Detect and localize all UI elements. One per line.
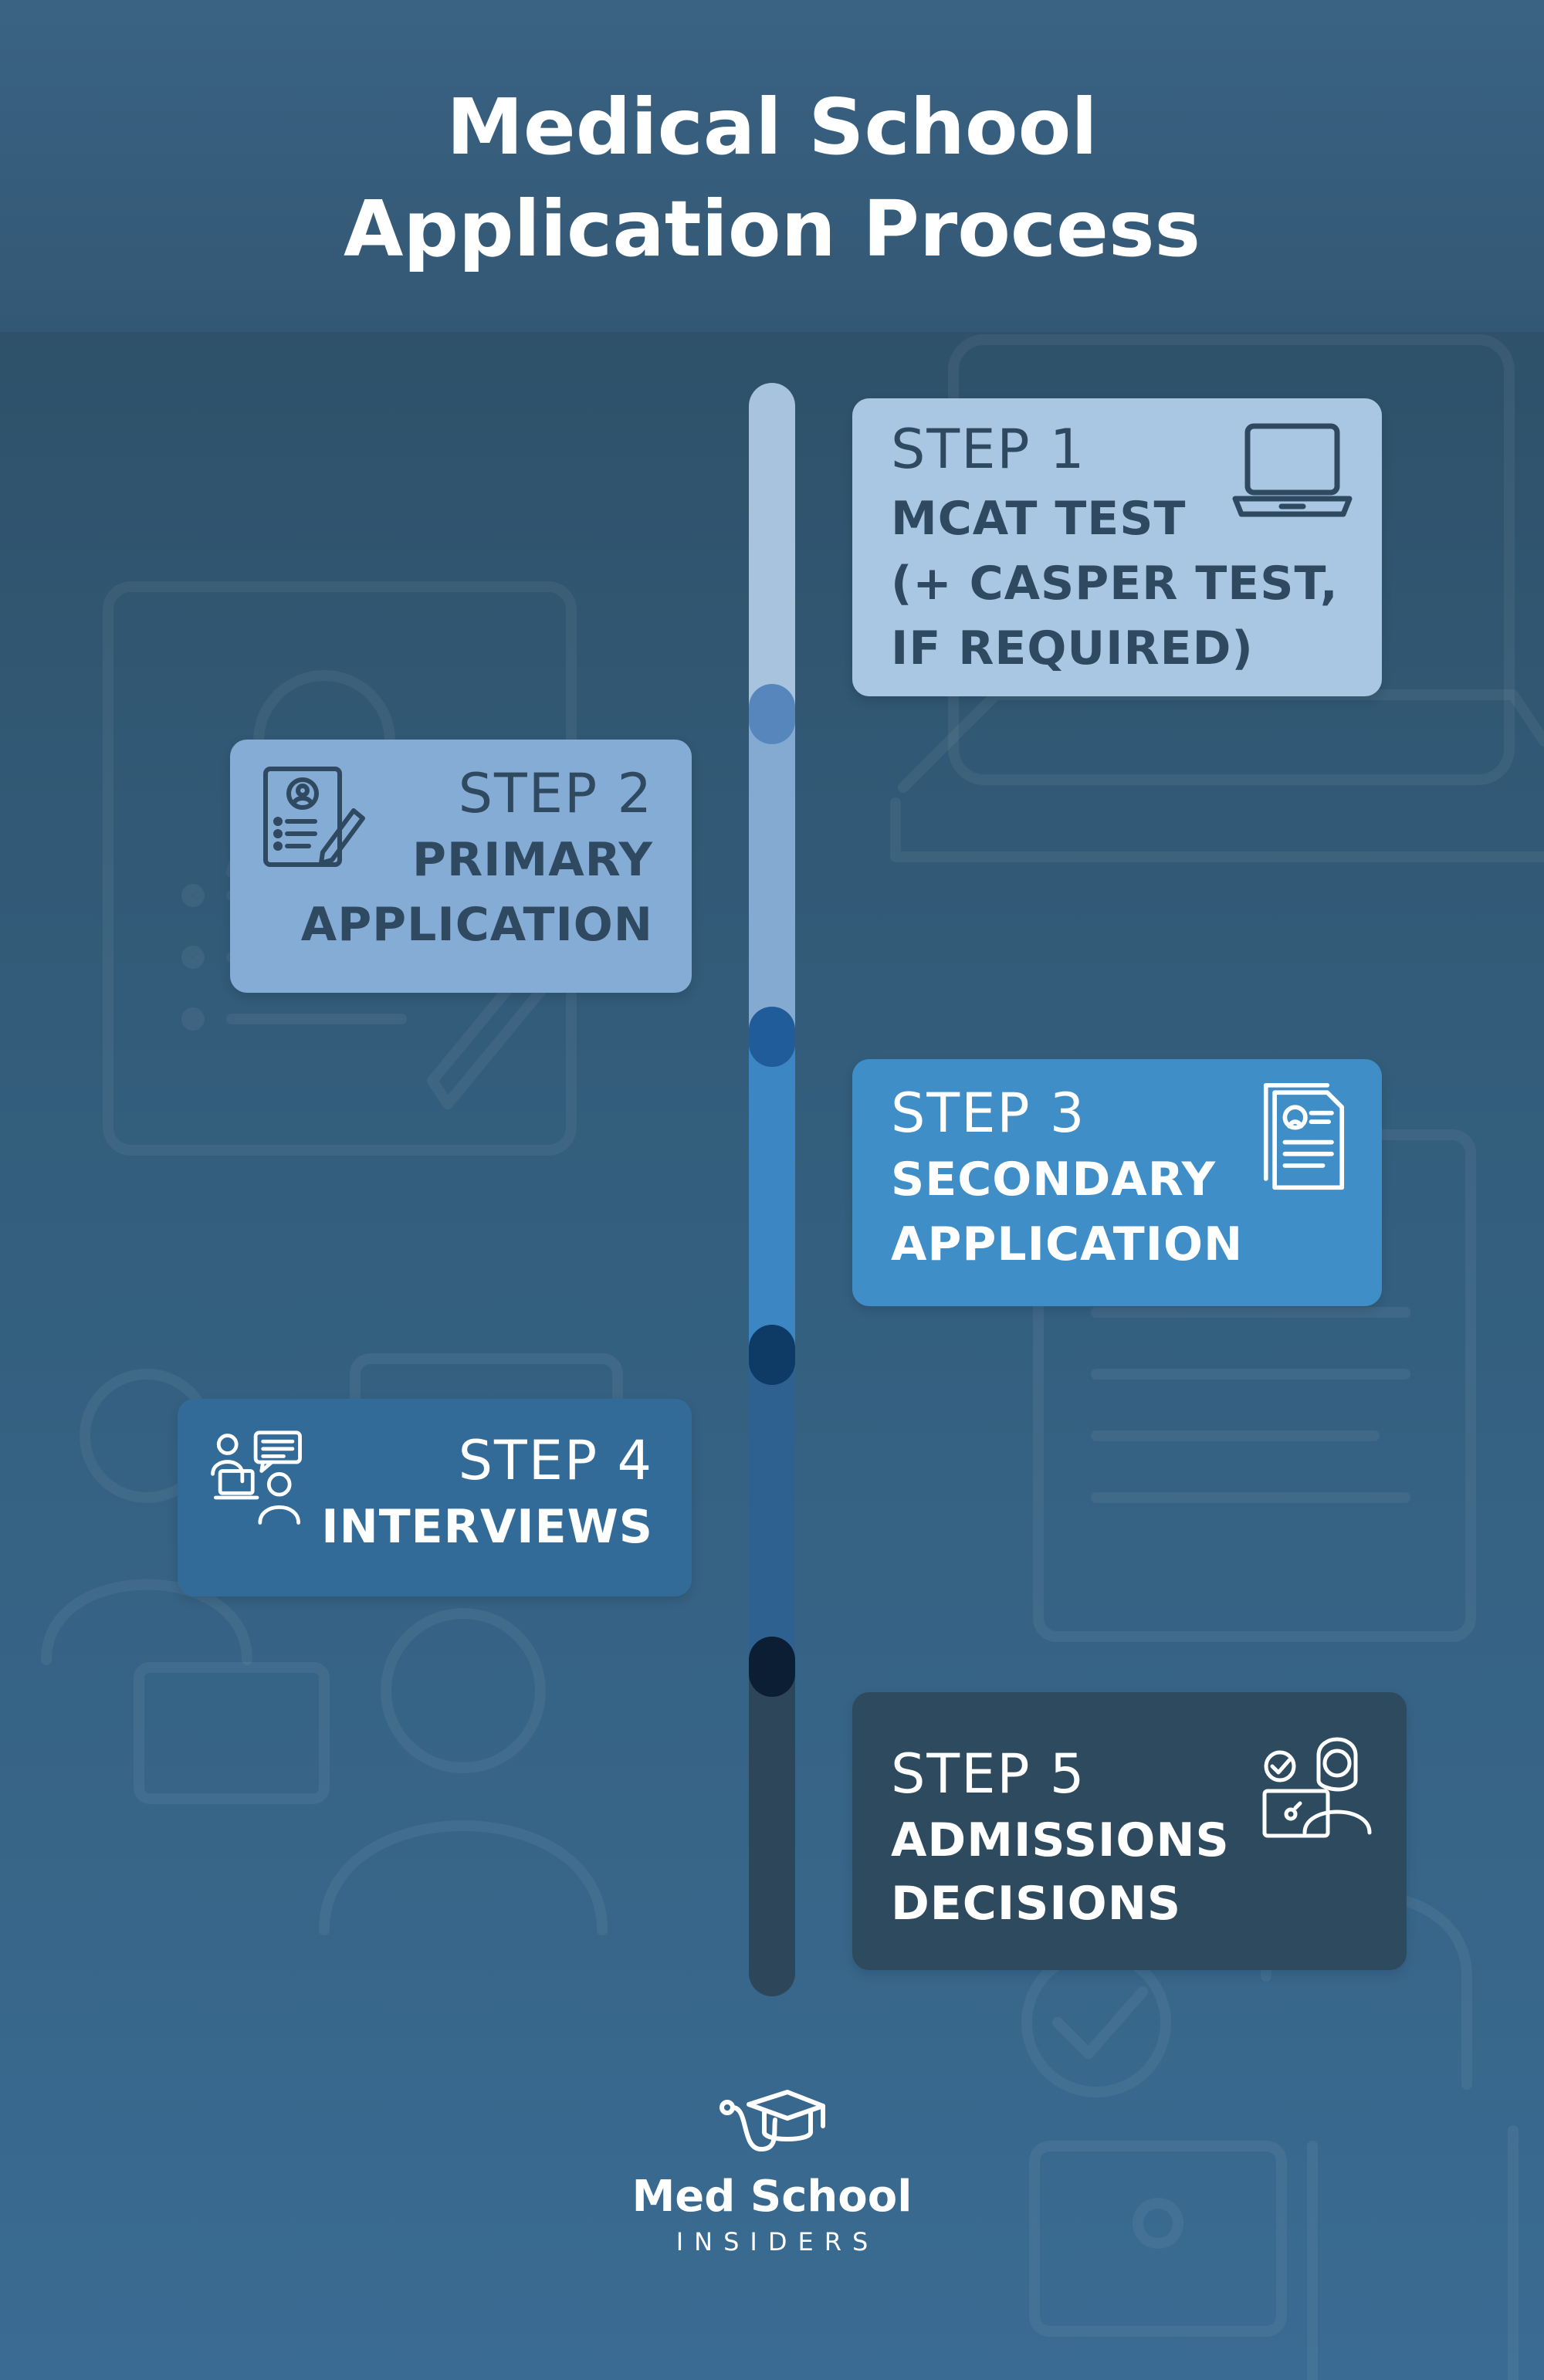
document-icon xyxy=(1263,1082,1345,1190)
logo-subtitle: INSIDERS xyxy=(676,2227,879,2256)
step-description-line: INTERVIEWS xyxy=(321,1500,653,1554)
step-label: STEP 1 xyxy=(891,418,1086,481)
step-label: STEP 3 xyxy=(891,1082,1086,1145)
step-description-line: PRIMARY xyxy=(411,833,653,887)
step-card-2: STEP 2 PRIMARY APPLICATION xyxy=(230,740,692,993)
step-description-line: APPLICATION xyxy=(300,898,653,952)
step-card-5: STEP 5 ADMISSIONS DECISIONS xyxy=(852,1692,1407,1970)
timeline-segment-3 xyxy=(749,1031,795,1352)
decision-woman-icon xyxy=(1262,1737,1372,1838)
step-description-line: MCAT TEST xyxy=(891,492,1187,546)
header-band xyxy=(0,0,1544,332)
step-label: STEP 2 xyxy=(458,762,653,825)
timeline-segment-2 xyxy=(749,715,795,1031)
timeline-node-3 xyxy=(749,1325,795,1385)
logo-name: Med School xyxy=(631,2172,913,2222)
graduation-cap-stethoscope-icon xyxy=(720,2090,825,2151)
step-description-line: ADMISSIONS xyxy=(891,1813,1230,1867)
timeline-node-4 xyxy=(749,1637,795,1697)
interview-icon xyxy=(211,1430,302,1525)
laptop-icon xyxy=(1232,423,1353,517)
resume-pen-icon xyxy=(263,767,365,867)
step-description-line: SECONDARY xyxy=(891,1153,1217,1207)
timeline-segment-4 xyxy=(749,1352,795,1668)
timeline-segment-5 xyxy=(749,1668,795,1996)
step-description-line: (+ CASPER TEST, xyxy=(891,557,1339,611)
step-description-line: DECISIONS xyxy=(891,1877,1182,1931)
timeline-node-1 xyxy=(749,684,795,744)
page-title-line1: Medical School xyxy=(446,82,1098,172)
step-card-3: STEP 3 SECONDARY APPLICATION xyxy=(852,1059,1382,1306)
step-label: STEP 4 xyxy=(458,1429,653,1492)
step-card-4: STEP 4 INTERVIEWS xyxy=(178,1399,692,1596)
page-title-line2: Application Process xyxy=(343,184,1201,274)
step-label: STEP 5 xyxy=(891,1742,1086,1806)
timeline-node-2 xyxy=(749,1007,795,1067)
timeline-segment-1 xyxy=(749,383,795,715)
step-description-line: APPLICATION xyxy=(891,1217,1244,1271)
step-description-line: IF REQUIRED) xyxy=(891,621,1254,675)
step-card-1: STEP 1 MCAT TEST (+ CASPER TEST, IF REQU… xyxy=(852,398,1382,696)
timeline-bar xyxy=(749,383,795,1996)
